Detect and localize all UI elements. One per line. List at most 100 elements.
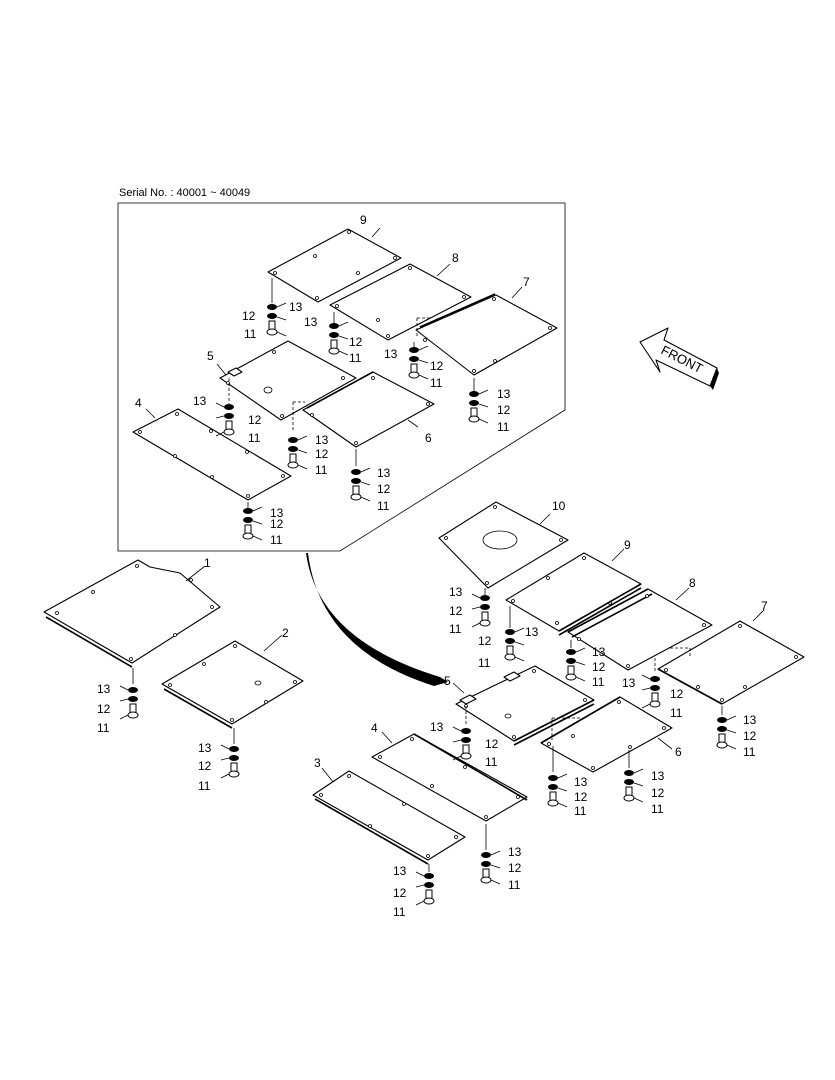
label-8: 8 (689, 576, 696, 590)
svg-text:12: 12 (651, 786, 665, 800)
label-box-6: 6 (425, 431, 432, 445)
box-fastener-5 (215, 402, 235, 437)
svg-text:12: 12 (270, 517, 284, 531)
main-fastener-labels: 13 12 11 13 12 11 13 12 11 13 12 11 13 1… (97, 585, 757, 919)
label-7: 7 (761, 599, 768, 613)
svg-text:13: 13 (497, 387, 511, 401)
serial-variant-group: Serial No. : 40001 ~ 40049 (117, 187, 566, 552)
svg-text:13: 13 (574, 775, 588, 789)
fastener-4 (480, 850, 501, 885)
svg-text:13: 13 (289, 300, 303, 314)
svg-text:13: 13 (304, 315, 318, 329)
svg-text:12: 12 (97, 702, 111, 716)
fastener-1 (119, 685, 139, 720)
plate-10 (438, 501, 569, 595)
box-plate-9 (267, 227, 402, 303)
label-box-7: 7 (523, 275, 530, 289)
serial-box-frame (117, 202, 566, 552)
fastener-6a (547, 773, 568, 808)
label-5: 5 (444, 674, 451, 688)
fastener-3 (415, 871, 435, 906)
serial-number-label: Serial No. : 40001 ~ 40049 (119, 187, 250, 199)
svg-text:13: 13 (97, 682, 111, 696)
svg-text:13: 13 (449, 585, 463, 599)
box-fastener-6b (350, 467, 371, 502)
svg-text:11: 11 (270, 533, 283, 547)
label-box-5: 5 (207, 349, 214, 363)
box-plate-4 (132, 408, 292, 508)
fastener-5 (452, 726, 472, 761)
svg-text:11: 11 (244, 327, 257, 341)
variant-curve-pointer (306, 553, 448, 686)
svg-text:11: 11 (592, 675, 605, 689)
label-4: 4 (371, 721, 378, 735)
label-box-9: 9 (360, 213, 367, 227)
plate-7 (654, 609, 805, 715)
svg-text:13: 13 (622, 676, 636, 690)
svg-text:11: 11 (349, 351, 362, 365)
svg-text:11: 11 (449, 622, 462, 636)
box-plate-5 (216, 340, 357, 421)
svg-text:13: 13 (592, 645, 606, 659)
plate-9 (505, 548, 642, 636)
svg-text:13: 13 (525, 625, 539, 639)
svg-text:12: 12 (478, 634, 492, 648)
label-2: 2 (282, 626, 289, 640)
label-box-8: 8 (452, 251, 459, 265)
fastener-10 (471, 593, 491, 628)
plate-4 (371, 731, 528, 850)
svg-text:11: 11 (478, 656, 491, 670)
label-box-4: 4 (135, 396, 142, 410)
box-fastener-labels: 13 12 11 13 12 11 13 12 11 13 12 11 13 1… (193, 300, 511, 547)
fastener-9 (504, 627, 525, 662)
svg-text:12: 12 (670, 687, 684, 701)
fastener-7a (641, 674, 661, 709)
svg-text:13: 13 (430, 720, 444, 734)
front-direction-arrow: FRONT (639, 327, 719, 390)
fastener-7 (716, 715, 737, 750)
svg-text:13: 13 (651, 769, 665, 783)
svg-text:11: 11 (485, 755, 498, 769)
label-6: 6 (675, 745, 682, 759)
svg-text:11: 11 (574, 804, 587, 818)
svg-text:12: 12 (377, 482, 391, 496)
label-10: 10 (552, 499, 566, 513)
svg-text:13: 13 (198, 741, 212, 755)
svg-text:11: 11 (508, 878, 521, 892)
svg-text:12: 12 (449, 604, 463, 618)
svg-text:13: 13 (743, 713, 757, 727)
svg-text:11: 11 (248, 431, 261, 445)
svg-text:11: 11 (497, 420, 510, 434)
fastener-8 (565, 647, 586, 682)
svg-text:13: 13 (193, 394, 207, 408)
svg-text:11: 11 (393, 905, 406, 919)
svg-text:12: 12 (349, 335, 363, 349)
svg-text:12: 12 (242, 309, 256, 323)
svg-text:13: 13 (508, 845, 522, 859)
svg-text:11: 11 (198, 779, 211, 793)
box-fastener-7b (468, 389, 489, 424)
svg-text:11: 11 (97, 721, 110, 735)
plate-2 (161, 634, 304, 744)
svg-text:11: 11 (670, 706, 683, 720)
box-fastener-8 (328, 321, 349, 356)
svg-text:13: 13 (393, 864, 407, 878)
svg-text:12: 12 (592, 660, 606, 674)
svg-text:12: 12 (430, 359, 444, 373)
plate-5 (452, 665, 595, 746)
box-fastener-9 (266, 302, 287, 337)
svg-text:11: 11 (743, 745, 756, 759)
label-3: 3 (314, 756, 321, 770)
plate-8 (567, 587, 713, 671)
svg-text:13: 13 (377, 466, 391, 480)
svg-text:11: 11 (651, 802, 664, 816)
fastener-6b (623, 768, 644, 803)
svg-text:12: 12 (248, 413, 262, 427)
box-fastener-4 (242, 506, 263, 541)
label-1: 1 (204, 556, 211, 570)
svg-text:12: 12 (393, 886, 407, 900)
plate-3 (312, 767, 466, 872)
fastener-2 (220, 744, 240, 779)
svg-text:13: 13 (315, 433, 329, 447)
